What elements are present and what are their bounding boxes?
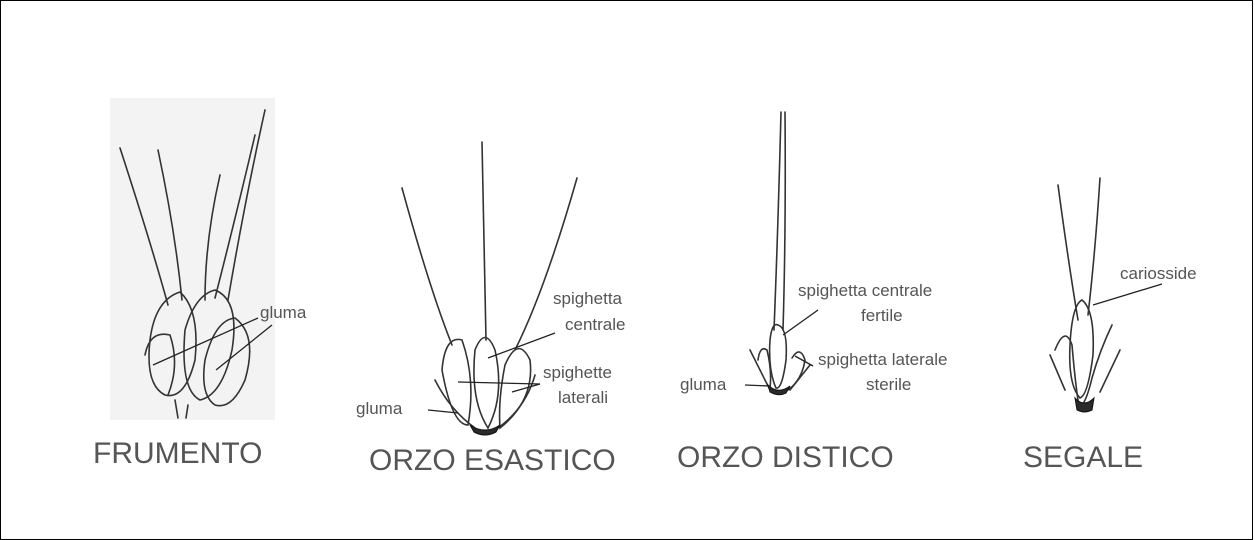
orzo-distico-drawing [749, 111, 811, 396]
distico-label-spighetta-laterale: spighetta laterale [818, 350, 947, 369]
esastico-gluma-leader [427, 409, 459, 414]
esastico-label-gluma: gluma [356, 399, 403, 418]
frumento-title: FRUMENTO [93, 437, 262, 470]
segale-label-cariosside: cariosside [1120, 264, 1197, 283]
frumento-label-gluma: gluma [260, 303, 307, 322]
spike-diagram: gluma FRUMENTO spighetta centrale spighe… [93, 98, 1197, 477]
esastico-label-spighette: spighette [543, 363, 612, 382]
segale-cariosside-leader [1092, 283, 1163, 306]
orzo-esastico-title: ORZO ESASTICO [369, 444, 616, 477]
frumento-gluma-leader-1 [152, 317, 259, 366]
orzo-esastico-drawing [401, 141, 578, 436]
frumento-drawing [110, 98, 275, 420]
esastico-label-laterali: laterali [558, 388, 608, 407]
distico-gluma-leader [744, 384, 771, 387]
distico-label-sterile: sterile [866, 375, 911, 394]
esastico-label-spighetta: spighetta [553, 289, 623, 308]
distico-label-fertile: fertile [861, 306, 903, 325]
orzo-distico-title: ORZO DISTICO [677, 441, 894, 474]
esastico-laterali-leader-2 [511, 383, 541, 393]
distico-label-gluma: gluma [680, 375, 727, 394]
esastico-centrale-leader [487, 332, 556, 359]
distico-laterale-leader [794, 355, 814, 367]
distico-label-spighetta-centrale: spighetta centrale [798, 281, 932, 300]
segale-title: SEGALE [1023, 441, 1143, 474]
distico-centrale-leader [782, 309, 819, 336]
frumento-photo-background [110, 98, 275, 420]
segale-drawing [1049, 177, 1121, 413]
frumento-gluma-leader-2 [215, 324, 273, 371]
esastico-label-centrale: centrale [565, 315, 625, 334]
esastico-laterali-leader-1 [457, 381, 541, 385]
